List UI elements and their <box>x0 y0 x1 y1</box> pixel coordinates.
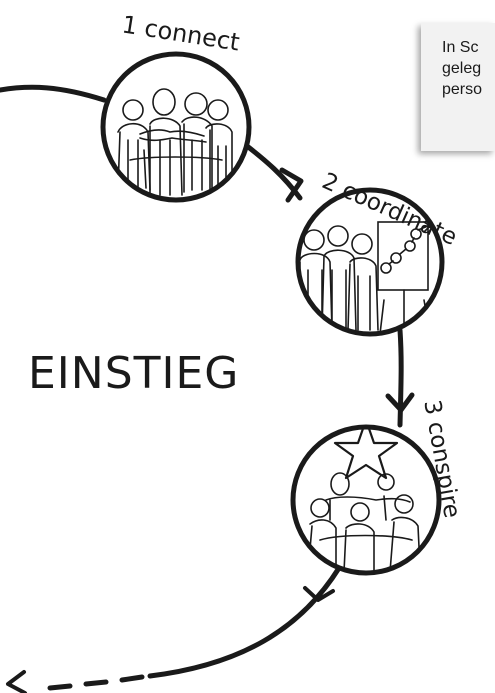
exit-arrowhead <box>6 670 27 693</box>
connector-2-3 <box>397 327 404 428</box>
incoming-line <box>0 84 107 103</box>
arrowhead-outgoing <box>303 586 335 602</box>
outgoing-line <box>147 565 342 679</box>
step-3-illustration <box>290 424 442 576</box>
dashed-exit-line <box>47 674 145 691</box>
section-title: EINSTIEG <box>28 348 240 399</box>
step-1-illustration <box>100 51 252 203</box>
arrowhead-1-2 <box>279 167 304 203</box>
note-line-1: In Sc <box>442 39 479 56</box>
text-note: In Sc geleg perso <box>421 23 495 151</box>
arrowhead-2-3 <box>385 392 415 413</box>
step-2-illustration <box>295 187 445 337</box>
guide <box>30 430 110 600</box>
note-line-3: perso <box>442 81 483 98</box>
note-line-2: geleg <box>442 60 482 77</box>
